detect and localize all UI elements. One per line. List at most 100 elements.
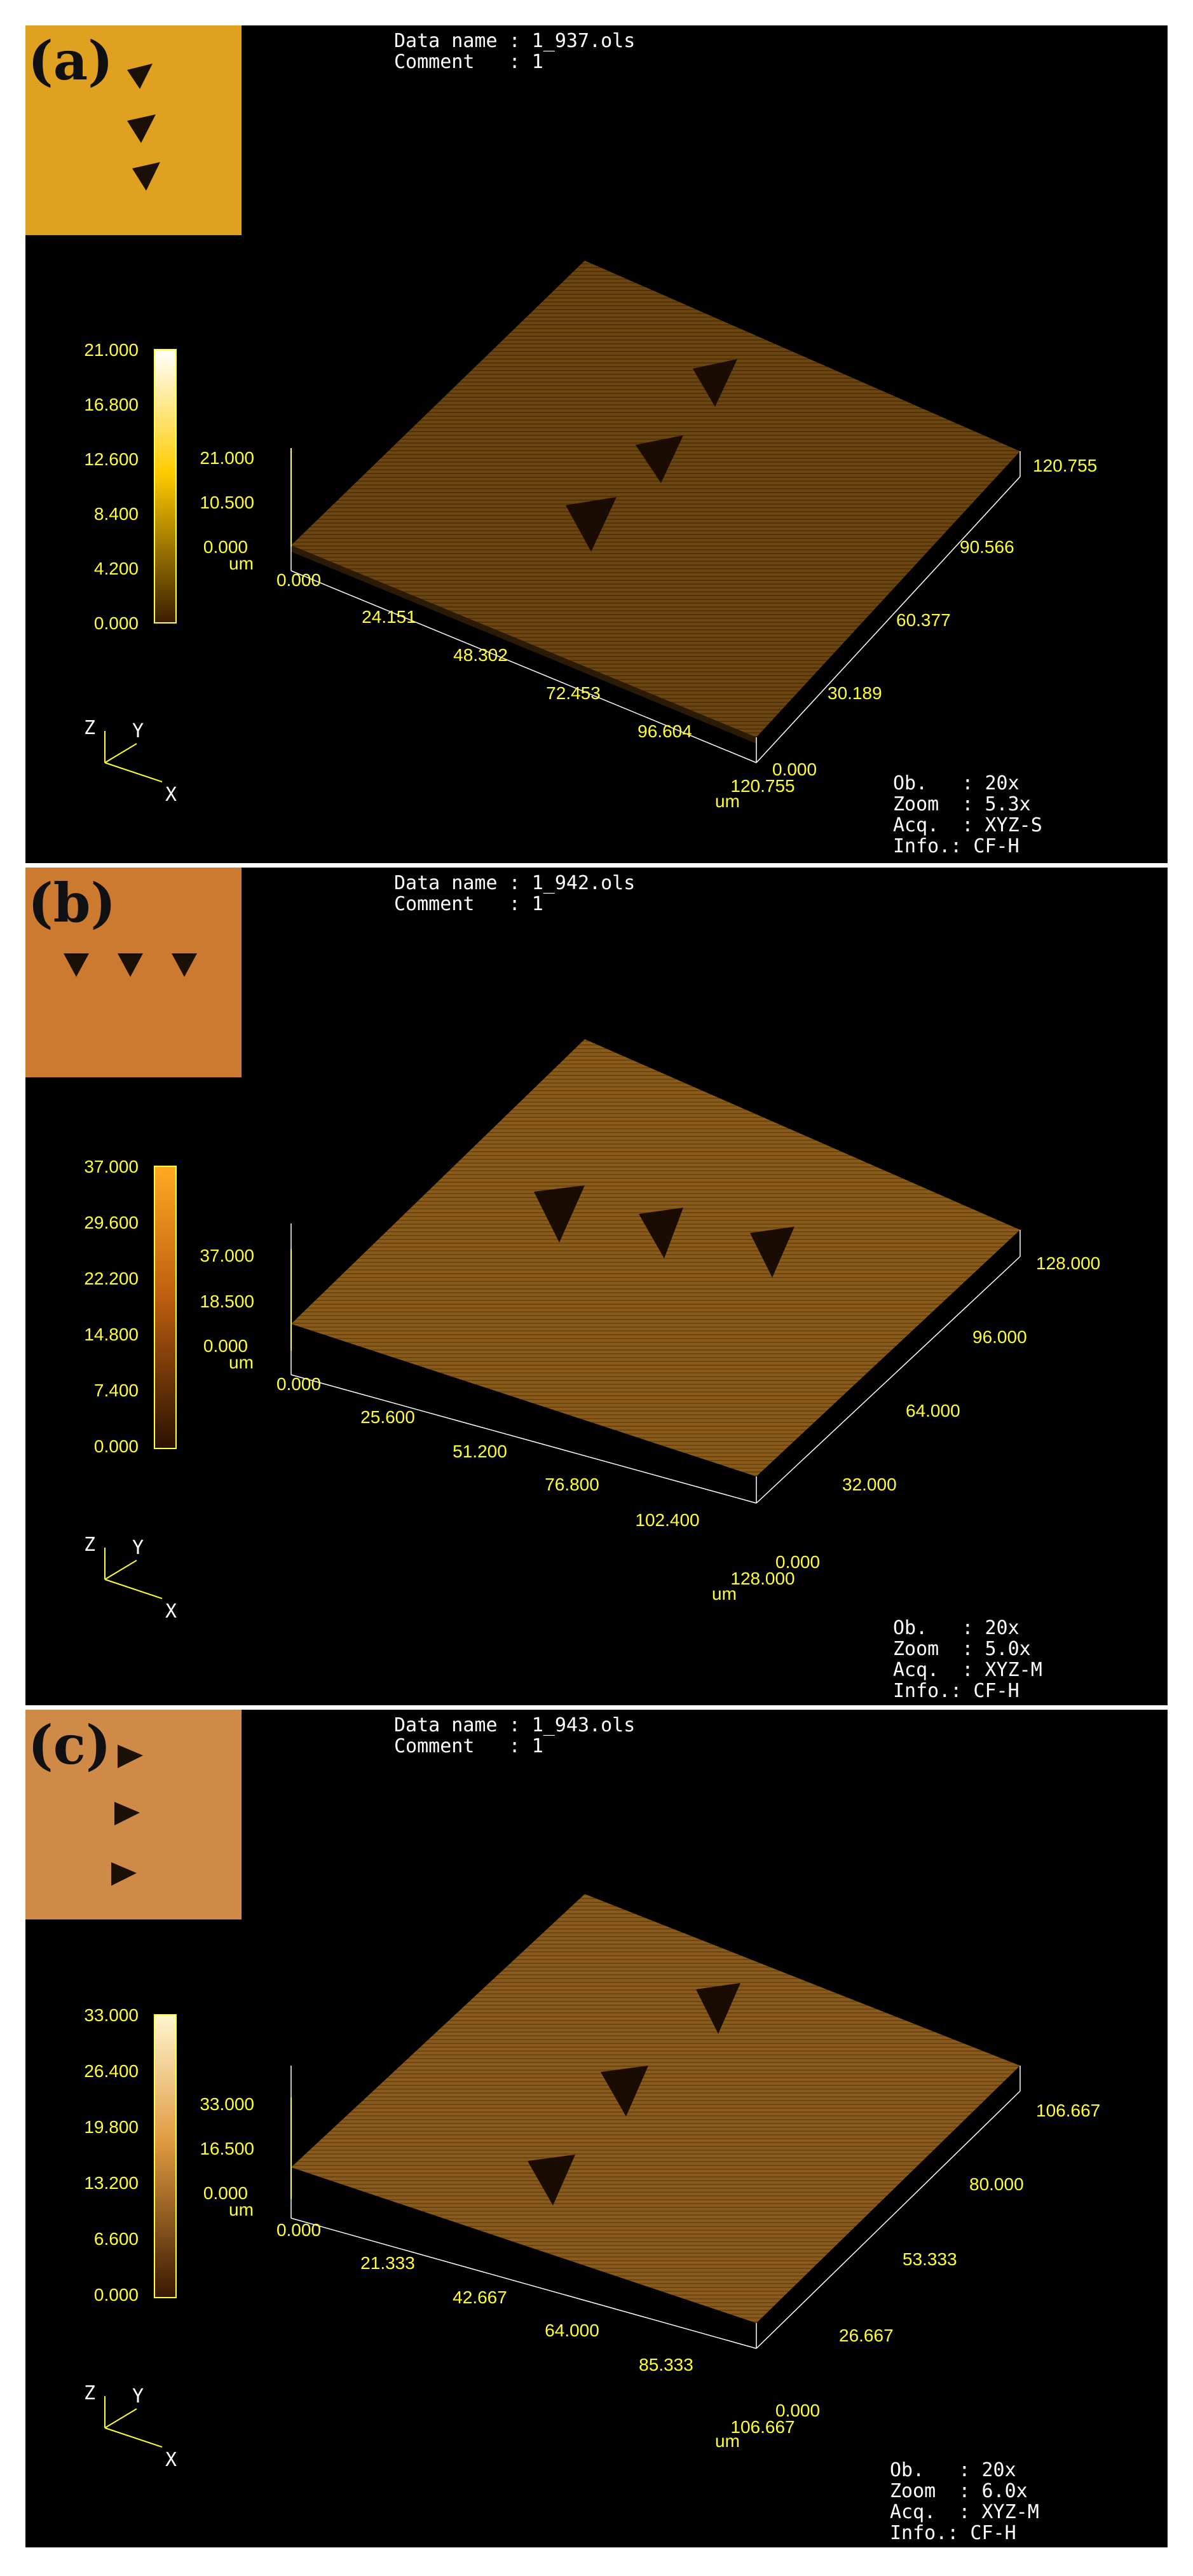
thumbnail-indent: [127, 64, 153, 89]
y-axis-tick: 0.000: [775, 1552, 820, 1572]
indent-mark: [566, 497, 617, 552]
z-axis-tick: 33.000: [200, 2094, 254, 2114]
x-axis-tick: 106.667: [730, 2417, 794, 2437]
y-axis-tick: 120.755: [1033, 456, 1097, 475]
triad-x-label: X: [165, 1600, 177, 1623]
colorbar-ticks: 33.000 26.400 19.800 13.200 6.600 0.000: [84, 2005, 139, 2305]
colorbar-tick: 22.200: [84, 1269, 139, 1288]
thumbnail-indent: [114, 1802, 140, 1825]
thumbnail-indent: [118, 1745, 143, 1768]
y-axis-tick: 30.189: [828, 683, 882, 703]
z-axis-unit: um: [229, 554, 254, 573]
ob-line: Ob. : 20x: [893, 1617, 1019, 1639]
thumbnail-indent: [64, 953, 89, 977]
triad-x-label: X: [165, 784, 177, 806]
z-axis-tick: 0.000: [203, 2183, 248, 2203]
panel-label: (a): [28, 29, 113, 92]
colorbar-ticks: 37.000 29.600 22.200 14.800 7.400 0.000: [84, 1157, 139, 1456]
x-axis-unit: um: [715, 791, 740, 811]
x-axis-tick: 76.800: [545, 1475, 599, 1494]
y-axis: 0.000 32.000 64.000 96.000 128.000: [775, 1253, 1100, 1572]
z-axis-tick: 10.500: [200, 493, 254, 512]
y-axis-tick: 26.667: [839, 2326, 894, 2345]
surface-side-left: [291, 545, 756, 744]
triad-y-label: Y: [132, 720, 144, 742]
z-axis: 21.000 10.500 0.000 um: [200, 448, 292, 573]
optical-thumbnail: (a): [25, 25, 242, 235]
y-axis: 0.000 30.189 60.377 90.566 120.755: [772, 456, 1097, 779]
optical-thumbnail: (b): [25, 868, 242, 1077]
colorbar: [154, 1166, 177, 1449]
z-axis-tick: 0.000: [203, 1336, 248, 1356]
zoom-line: Zoom : 6.0x: [890, 2480, 1028, 2502]
panel-b-graphics: 37.000 29.600 22.200 14.800 7.400 0.000 …: [84, 1039, 1100, 1623]
colorbar-tick: 0.000: [94, 1436, 139, 1456]
colorbar-tick: 29.600: [84, 1213, 139, 1232]
x-axis-tick: 24.151: [362, 607, 416, 627]
colorbar-tick: 0.000: [94, 2285, 139, 2305]
x-axis: 0.000 24.151 48.302 72.453 96.604 120.75…: [276, 570, 795, 811]
zoom-line: Zoom : 5.0x: [893, 1638, 1031, 1660]
colorbar-tick: 7.400: [94, 1380, 139, 1400]
z-axis-tick: 16.500: [200, 2139, 254, 2158]
colorbar-tick: 19.800: [84, 2117, 139, 2137]
colorbar-tick: 37.000: [84, 1157, 139, 1176]
z-axis-tick: 0.000: [203, 537, 248, 557]
colorbar-tick: 33.000: [84, 2005, 139, 2025]
indent-mark: [528, 2155, 575, 2205]
indent-mark: [601, 2066, 648, 2116]
x-axis-tick: 42.667: [453, 2287, 507, 2307]
surface-top-texture: [291, 1894, 1020, 2323]
comment-line: Comment : 1: [394, 893, 543, 915]
x-axis-unit: um: [715, 2431, 740, 2451]
triad-z-label: Z: [84, 2382, 95, 2404]
y-axis-tick: 128.000: [1036, 1253, 1100, 1273]
data-name-line: Data name : 1_942.ols: [394, 872, 636, 894]
axis-triad: [104, 1548, 163, 1599]
x-axis: 0.000 25.600 51.200 76.800 102.400 128.0…: [276, 1374, 795, 1604]
acq-line: Acq. : XYZ-M: [890, 2501, 1039, 2523]
z-axis: 33.000 16.500 0.000 um: [200, 2094, 292, 2219]
colorbar: [154, 349, 177, 624]
colorbar-tick: 6.600: [94, 2229, 139, 2249]
ob-line: Ob. : 20x: [893, 772, 1019, 794]
info-line: Info.: CF-H: [890, 2522, 1016, 2544]
x-axis-tick: 0.000: [276, 1374, 321, 1394]
triad-z-label: Z: [84, 717, 95, 739]
indent-mark: [636, 435, 683, 483]
comment-line: Comment : 1: [394, 51, 543, 73]
axis-triad: [104, 731, 163, 782]
acq-line: Acq. : XYZ-M: [893, 1659, 1042, 1681]
axis-triad: [104, 2396, 163, 2448]
y-axis-tick: 96.000: [972, 1327, 1027, 1347]
surface-top-texture: [291, 1039, 1020, 1476]
comment-line: Comment : 1: [394, 1735, 543, 1757]
indent-mark: [696, 1983, 740, 2034]
x-axis-tick: 0.000: [276, 570, 321, 590]
panel-label: (c): [28, 1714, 111, 1776]
panel-label: (b): [28, 871, 116, 934]
y-axis-tick: 90.566: [960, 537, 1014, 557]
z-axis-unit: um: [229, 1353, 254, 1372]
x-axis-tick: 25.600: [360, 1407, 415, 1427]
panel-a-graphics: 21.000 16.800 12.600 8.400 4.200 0.000 2…: [84, 261, 1097, 811]
colorbar-tick: 21.000: [84, 340, 139, 360]
thumbnail-indent: [118, 953, 143, 977]
panel-b: 37.000 29.600 22.200 14.800 7.400 0.000 …: [25, 868, 1168, 1705]
z-axis-tick: 21.000: [200, 448, 254, 468]
data-name-line: Data name : 1_937.ols: [394, 30, 636, 52]
indent-mark: [639, 1208, 683, 1258]
x-axis-tick: 51.200: [453, 1441, 507, 1461]
colorbar-tick: 0.000: [94, 613, 139, 633]
z-axis-unit: um: [229, 2200, 254, 2219]
z-axis: 37.000 18.500 0.000 um: [200, 1246, 292, 1372]
surface-top-texture: [291, 261, 1020, 737]
data-name-line: Data name : 1_943.ols: [394, 1714, 636, 1736]
panel-c-graphics: 33.000 26.400 19.800 13.200 6.600 0.000 …: [84, 1894, 1100, 2471]
y-axis-tick: 32.000: [842, 1475, 897, 1494]
thumbnail-indent: [111, 1862, 137, 1886]
panel-c: 33.000 26.400 19.800 13.200 6.600 0.000 …: [25, 1710, 1168, 2547]
thumbnail-indent: [127, 114, 156, 143]
y-axis-tick: 80.000: [969, 2174, 1024, 2194]
y-axis-tick: 0.000: [775, 2401, 820, 2420]
